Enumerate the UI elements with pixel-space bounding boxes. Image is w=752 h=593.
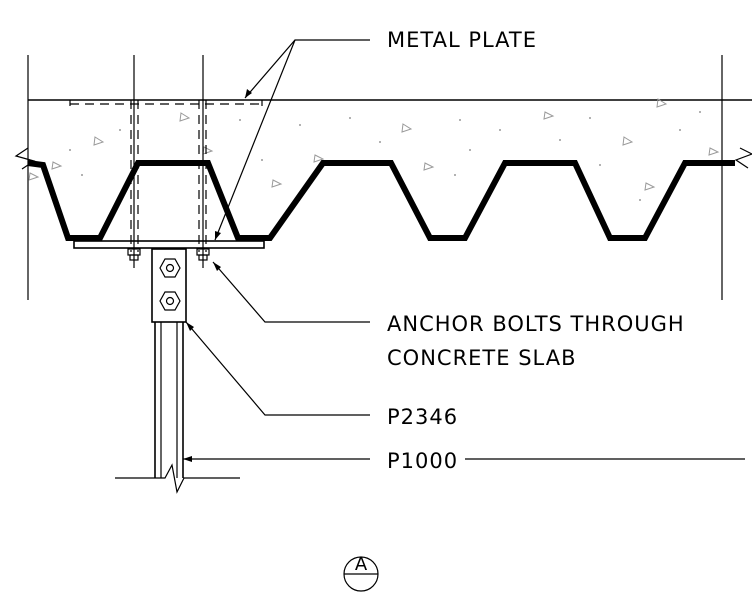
detail-marker-letter: A: [355, 554, 368, 575]
concrete-aggregate: [28, 98, 720, 201]
anchor-bolt-hidden-lines: [130, 100, 207, 252]
bolt-hole-icon: [165, 296, 175, 306]
anchor-nut-right: [196, 248, 210, 261]
detail-marker: A: [343, 554, 379, 592]
metal-plate-leaders: [214, 39, 370, 241]
p1000-label: P1000: [387, 449, 458, 473]
connection-plate-p2346: [151, 248, 187, 323]
anchor-bolts-leader: [212, 261, 370, 323]
base-plate: [73, 240, 265, 249]
bolt-head-icon: [159, 258, 181, 278]
anchor-bolts-label-line2: CONCRETE SLAB: [387, 346, 576, 370]
p1000-leader: [183, 456, 745, 462]
p2346-leader: [185, 321, 370, 416]
anchor-nut-left: [127, 248, 141, 261]
metal-deck-profile: [27, 160, 735, 241]
p2346-label: P2346: [387, 405, 458, 429]
metal-plate-label: METAL PLATE: [387, 28, 537, 52]
post-p1000: [154, 322, 184, 478]
bolt-head-icon: [159, 291, 181, 311]
right-break-symbol: [734, 147, 752, 169]
anchor-bolts-label-line1: ANCHOR BOLTS THROUGH: [387, 312, 685, 336]
bolt-hole-icon: [165, 263, 175, 273]
post-break-symbol: [115, 463, 240, 494]
